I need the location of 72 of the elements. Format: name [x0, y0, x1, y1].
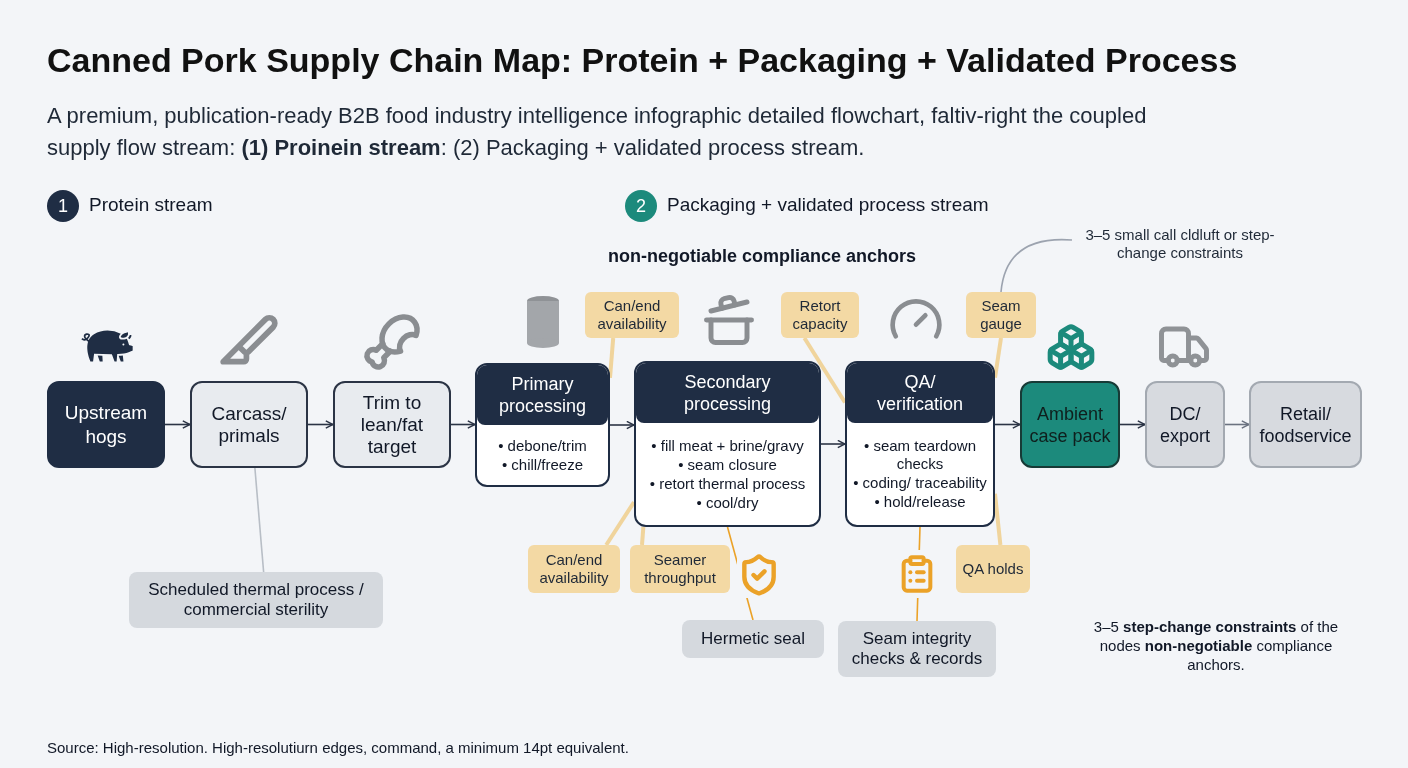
footnote: 3–5 step-change constraints of the nodes non-negotiable compliance anchors.	[1092, 617, 1340, 674]
node-label: Retort capacity	[791, 297, 849, 333]
bullet-item: • hold/release	[874, 493, 966, 511]
node-label: Can/end availability	[538, 551, 610, 587]
bullet-item: • seam closure	[678, 455, 777, 474]
process-box	[1249, 381, 1362, 468]
bullet-item: • fill meat + brine/gravy	[651, 436, 804, 455]
process-box	[47, 381, 165, 468]
arrow	[609, 420, 635, 430]
bullet-item: • chill/freeze	[501, 455, 584, 474]
card-header: Secondary processing	[636, 363, 819, 423]
process-card	[845, 361, 995, 527]
bullet-item: • cool/dry	[696, 493, 759, 512]
node-label: DC/ export	[1159, 402, 1211, 447]
arrow	[164, 420, 191, 429]
node-label: Trim to lean/fat target	[359, 391, 425, 458]
card-header: Primary processing	[477, 365, 608, 425]
process-box	[1020, 381, 1120, 468]
node-label: Seam integrity checks & records	[850, 629, 984, 669]
stream-label: Packaging + validated process stream	[667, 193, 989, 217]
process-card	[634, 361, 821, 527]
process-box	[190, 381, 308, 468]
node-label: Hermetic seal	[701, 629, 805, 649]
process-box	[333, 381, 451, 468]
outcome-pill	[838, 621, 996, 677]
leader-line	[640, 526, 646, 546]
constraint-callout	[956, 545, 1030, 593]
process-card	[475, 363, 610, 487]
node-label: Carcass/ primals	[210, 402, 288, 447]
leader-line	[604, 501, 636, 547]
outcome-pill	[682, 620, 824, 658]
leader-line	[802, 336, 847, 404]
leader-line	[608, 337, 616, 379]
constraint-callout	[966, 292, 1036, 338]
constraint-callout	[528, 545, 620, 593]
node-label: Seamer throughput	[643, 551, 717, 587]
arrow	[994, 420, 1021, 429]
node-label: 3–5 small call cldluft or step-change constraints	[1084, 226, 1276, 262]
outcome-pill	[129, 572, 383, 628]
constraint-callout	[630, 545, 730, 593]
constraint-callout	[585, 292, 679, 338]
stream-label: Protein stream	[89, 193, 213, 217]
card-header: QA/ verification	[847, 363, 993, 423]
bullet-item: • seam teardown checks	[863, 437, 977, 473]
step-badge: 2	[625, 190, 657, 222]
node-label: Scheduled thermal process / commercial sterility	[147, 580, 365, 620]
arrow	[1224, 420, 1250, 429]
source-note: Source: High-resolution. High-resolutiurn edges, command, a minimum 14pt equivalent.	[47, 738, 629, 758]
node-label: Seam gauge	[979, 297, 1023, 333]
arrow	[820, 439, 846, 449]
process-box	[1145, 381, 1225, 468]
bullet-item: • debone/trim	[498, 436, 587, 455]
node-label: Upstream hogs	[63, 400, 149, 449]
subtitle: A premium, publication-ready B2B food industry intelligence infographic detailed flowchart, faltiv-right the coupled supply flow stream: (1) Proinein stream: (2) Packaging + validated process stream.	[47, 102, 1148, 162]
leader-line	[254, 467, 265, 573]
step-badge: 1	[47, 190, 79, 222]
node-label: QA holds	[962, 560, 1024, 578]
node-label: Can/end availability	[596, 297, 668, 333]
node-label: Ambient case pack	[1028, 402, 1112, 447]
leader-line	[916, 526, 921, 622]
leader-line	[1000, 238, 1073, 293]
leader-line	[993, 337, 1003, 378]
arrow	[1119, 420, 1146, 429]
arrow	[307, 420, 334, 429]
arrow	[450, 420, 476, 429]
section-heading: non-negotiable compliance anchors	[608, 245, 917, 268]
title: Canned Pork Supply Chain Map: Protein + Packaging + Validated Process	[47, 40, 1238, 81]
bullet-item: • retort thermal process	[649, 474, 806, 493]
constraint-callout	[781, 292, 859, 338]
node-label: Retail/ foodservice	[1258, 402, 1353, 447]
leader-line	[993, 493, 1003, 546]
bullet-item: • coding/ traceability	[853, 474, 987, 492]
